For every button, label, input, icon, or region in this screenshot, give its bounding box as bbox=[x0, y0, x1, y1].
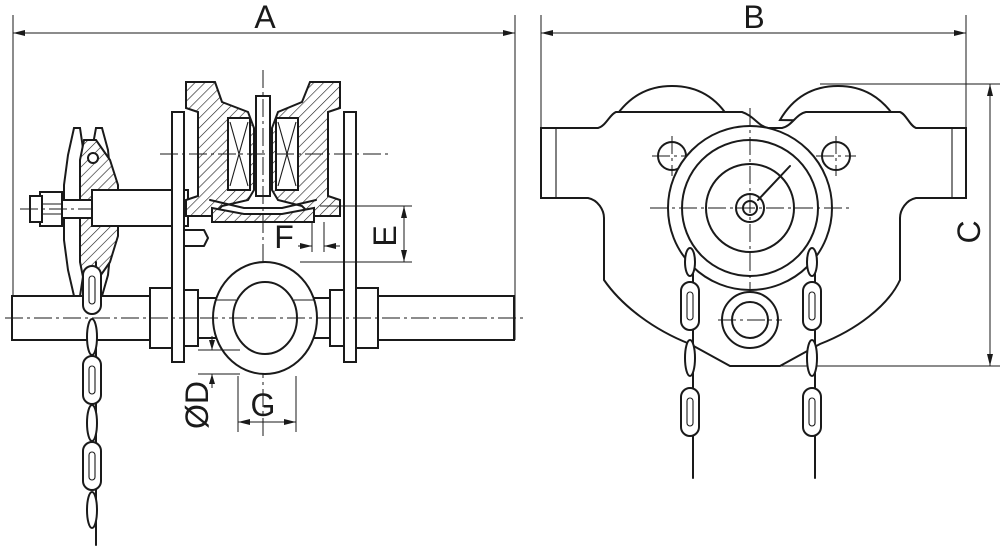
central-sprocket bbox=[650, 108, 850, 300]
side-view: A bbox=[5, 0, 525, 546]
load-bar bbox=[5, 287, 525, 349]
trolley-wheels bbox=[160, 70, 390, 440]
side-plates bbox=[171, 111, 357, 363]
dimension-label-a: A bbox=[254, 0, 276, 35]
dimension-d: ØD bbox=[179, 336, 240, 429]
dimension-label-g: G bbox=[251, 387, 276, 423]
hand-chain-front-right bbox=[802, 247, 822, 479]
hook-eye bbox=[200, 261, 330, 375]
dimension-label-d: ØD bbox=[179, 381, 215, 429]
dimension-label-f: F bbox=[274, 219, 294, 255]
front-view: B C bbox=[540, 0, 1000, 479]
dimension-c: C bbox=[760, 83, 1000, 367]
dimension-label-c: C bbox=[951, 220, 987, 243]
dimension-b: B bbox=[540, 0, 967, 130]
dimension-g: G bbox=[237, 376, 297, 432]
dimension-a: A bbox=[12, 0, 516, 340]
hand-chain-left bbox=[82, 261, 102, 546]
dimension-label-b: B bbox=[743, 0, 764, 35]
dimension-e: E bbox=[300, 205, 412, 263]
hand-chain-front-left bbox=[680, 247, 700, 479]
dimension-f: F bbox=[274, 219, 340, 255]
dimension-label-e: E bbox=[367, 225, 403, 246]
lower-eye bbox=[718, 291, 782, 349]
hand-chain-wheel bbox=[20, 127, 200, 297]
